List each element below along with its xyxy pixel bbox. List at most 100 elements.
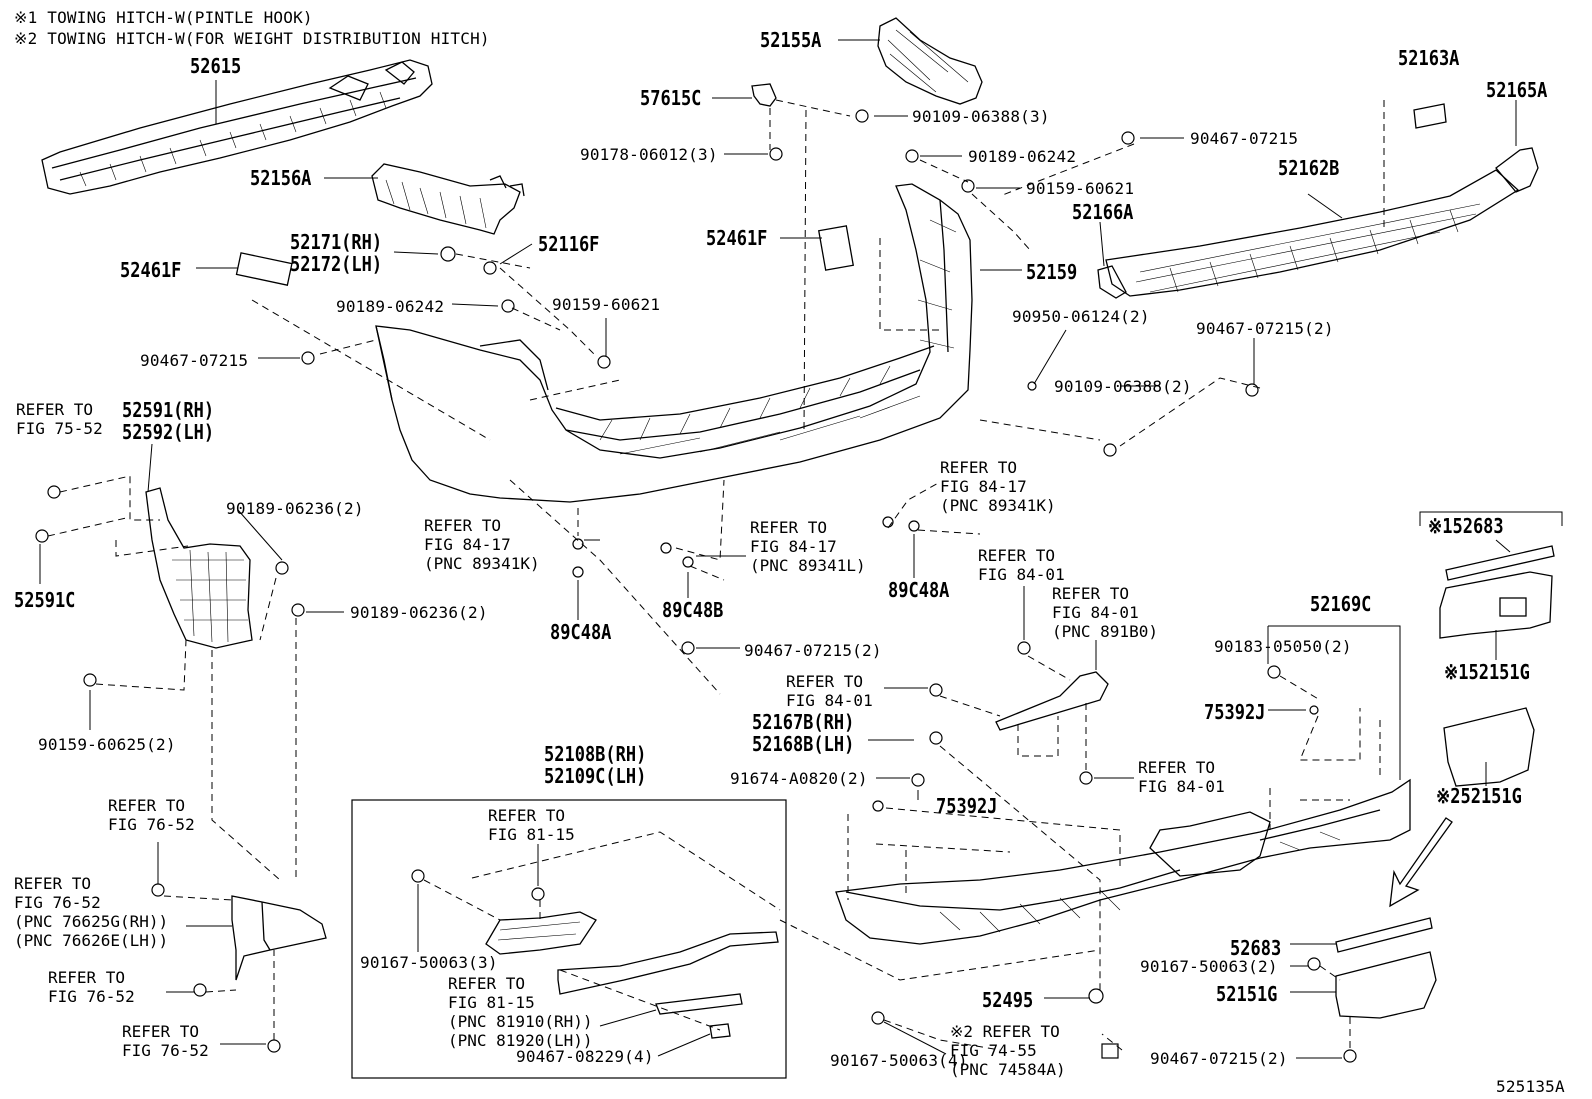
part-label-90467-08229-4: 90467-08229(4) [516, 1047, 654, 1066]
refer-fig-76-52-d[interactable]: REFER TO FIG 76-52 [122, 1022, 209, 1060]
strip-52683-bot-drawing [1335, 917, 1433, 953]
part-label-90159-60621-right: 90159-60621 [1026, 179, 1135, 198]
part-label-52109C: 52109C(LH) [544, 764, 647, 788]
part-label-90183-05050-2: 90183-05050(2) [1214, 637, 1352, 656]
part-label-52495: 52495 [982, 988, 1034, 1012]
part-label-90467-07215-2-right: 90467-07215(2) [1196, 319, 1334, 338]
part-label-90159-60621-left: 90159-60621 [552, 295, 661, 314]
part-label-90467-07215-2-bot: 90467-07215(2) [1150, 1049, 1288, 1068]
bumper-cover-52159-drawing [375, 183, 973, 503]
part-label-52151G-mid: ※252151G [1436, 784, 1522, 808]
refer-fig-84-01-a[interactable]: REFER TO FIG 84-01 [978, 546, 1065, 584]
part-label-89C48A-left: 89C48A [550, 620, 612, 644]
leader-lines [39, 39, 1517, 1059]
part-label-52591: 52591(RH) [122, 398, 215, 422]
part-label-52156A: 52156A [250, 166, 312, 190]
label-52461F-left-drawing [235, 252, 293, 286]
part-label-90167-50063-3: 90167-50063(3) [360, 953, 498, 972]
refer-fig-84-17-a[interactable]: REFER TO FIG 84-17 (PNC 89341K) [424, 516, 540, 573]
bracket-57615C-drawing [751, 83, 777, 107]
part-label-52615: 52615 [190, 54, 242, 78]
refer-fig-84-01-b[interactable]: REFER TO FIG 84-01 (PNC 891B0) [1052, 584, 1158, 641]
refer-fig-84-01-c[interactable]: REFER TO FIG 84-01 [786, 672, 873, 710]
mudguard-drawing [231, 895, 327, 981]
part-label-90189-06242-left: 90189-06242 [336, 297, 445, 316]
part-label-75392J-a: 75392J [1204, 700, 1266, 724]
fastener-drawings [35, 109, 1357, 1063]
reinforcement-52615-drawing [41, 59, 433, 195]
reflector-drawing [485, 911, 779, 1039]
part-label-90189-06236-2b: 90189-06236(2) [350, 603, 488, 622]
part-label-90189-06242-right: 90189-06242 [968, 147, 1077, 166]
step-pad-52162B-drawing [1105, 169, 1520, 297]
part-label-52683-top: ※152683 [1428, 514, 1504, 538]
bracket-52156A-drawing [371, 163, 525, 235]
part-label-90950-06124-2: 90950-06124(2) [1012, 307, 1150, 326]
label-52461F-mid-drawing [817, 225, 855, 271]
refer-fig-75-52[interactable]: REFER TO FIG 75-52 [16, 400, 103, 438]
part-label-52151G-top: ※152151G [1444, 660, 1530, 684]
step-bumper-52169C-drawing [835, 778, 1411, 945]
part-label-52116F: 52116F [538, 232, 600, 256]
part-label-52166A: 52166A [1072, 200, 1134, 224]
part-label-52169C: 52169C [1310, 592, 1372, 616]
part-label-52683-bot: 52683 [1230, 936, 1282, 960]
pad-52163A-drawing [1413, 103, 1447, 129]
strip-52683-top-drawing [1445, 545, 1555, 581]
extension-52591-drawing [145, 487, 253, 649]
part-label-90189-06236-2a: 90189-06236(2) [226, 499, 364, 518]
part-label-52591C: 52591C [14, 588, 76, 612]
refer-fig-84-17-b[interactable]: REFER TO FIG 84-17 (PNC 89341L) [750, 518, 866, 575]
cap-52165A-drawing [1495, 147, 1539, 193]
part-label-89C48B: 89C48B [662, 598, 724, 622]
bracket-52155A-drawing [877, 17, 983, 105]
cover-52151G-drawing [1335, 571, 1553, 1019]
part-label-89C48A-right: 89C48A [888, 578, 950, 602]
part-label-52172: 52172(LH) [290, 252, 383, 276]
refer-fig-76-52-c[interactable]: REFER TO FIG 76-52 [48, 968, 135, 1006]
part-label-52461F-left: 52461F [120, 258, 182, 282]
note-1: ※1 TOWING HITCH-W(PINTLE HOOK) [14, 8, 313, 27]
part-label-52461F-mid: 52461F [706, 226, 768, 250]
refer-fig-84-01-d[interactable]: REFER TO FIG 84-01 [1138, 758, 1225, 796]
part-label-52592: 52592(LH) [122, 420, 215, 444]
assembly-dash-lines [47, 99, 1385, 1051]
part-label-90467-07215-left: 90467-07215 [140, 351, 249, 370]
refer-fig-76-52-a[interactable]: REFER TO FIG 76-52 [108, 796, 195, 834]
part-label-91674-A0820-2: 91674-A0820(2) [730, 769, 868, 788]
refer-fig-81-15-b[interactable]: REFER TO FIG 81-15 (PNC 81910(RH)) (PNC … [448, 974, 593, 1050]
part-label-52162B: 52162B [1278, 156, 1340, 180]
part-label-90467-07215-2-mid: 90467-07215(2) [744, 641, 882, 660]
refer-fig-76-52-b[interactable]: REFER TO FIG 76-52 (PNC 76625G(RH)) (PNC… [14, 874, 169, 950]
note-2: ※2 TOWING HITCH-W(FOR WEIGHT DISTRIBUTIO… [14, 29, 490, 48]
part-label-52171: 52171(RH) [290, 230, 383, 254]
part-label-52108B: 52108B(RH) [544, 742, 647, 766]
part-label-90167-50063-2: 90167-50063(2) [1140, 957, 1278, 976]
part-label-52159: 52159 [1026, 260, 1078, 284]
part-label-52155A: 52155A [760, 28, 822, 52]
refer-fig-74-55[interactable]: ※2 REFER TO FIG 74-55 (PNC 74584A) [950, 1022, 1066, 1079]
part-label-52151G-bot: 52151G [1216, 982, 1278, 1006]
part-label-90159-60625-2: 90159-60625(2) [38, 735, 176, 754]
part-label-52168B: 52168B(LH) [752, 732, 855, 756]
group-bracket [1419, 511, 1563, 526]
part-label-52167B: 52167B(RH) [752, 710, 855, 734]
figure-id: 525135A [1496, 1077, 1565, 1096]
pad-52166A-drawing [1097, 265, 1127, 299]
part-label-57615C: 57615C [640, 86, 702, 110]
part-label-52165A: 52165A [1486, 78, 1548, 102]
part-label-75392J-b: 75392J [936, 794, 998, 818]
part-label-52163A: 52163A [1398, 46, 1460, 70]
refer-fig-84-17-c[interactable]: REFER TO FIG 84-17 (PNC 89341K) [940, 458, 1056, 515]
reflector-group-box [351, 799, 787, 1079]
part-label-90109-06388-3: 90109-06388(3) [912, 107, 1050, 126]
part-label-90109-06388-2: 90109-06388(2) [1054, 377, 1192, 396]
part-label-90167-50063-4: 90167-50063(4) [830, 1051, 968, 1070]
part-label-90467-07215-top: 90467-07215 [1190, 129, 1299, 148]
bracket-52167B-drawing [995, 671, 1109, 731]
direction-arrow [1389, 817, 1453, 908]
part-label-90178-06012-3: 90178-06012(3) [580, 145, 718, 164]
refer-fig-81-15-a[interactable]: REFER TO FIG 81-15 [488, 806, 575, 844]
